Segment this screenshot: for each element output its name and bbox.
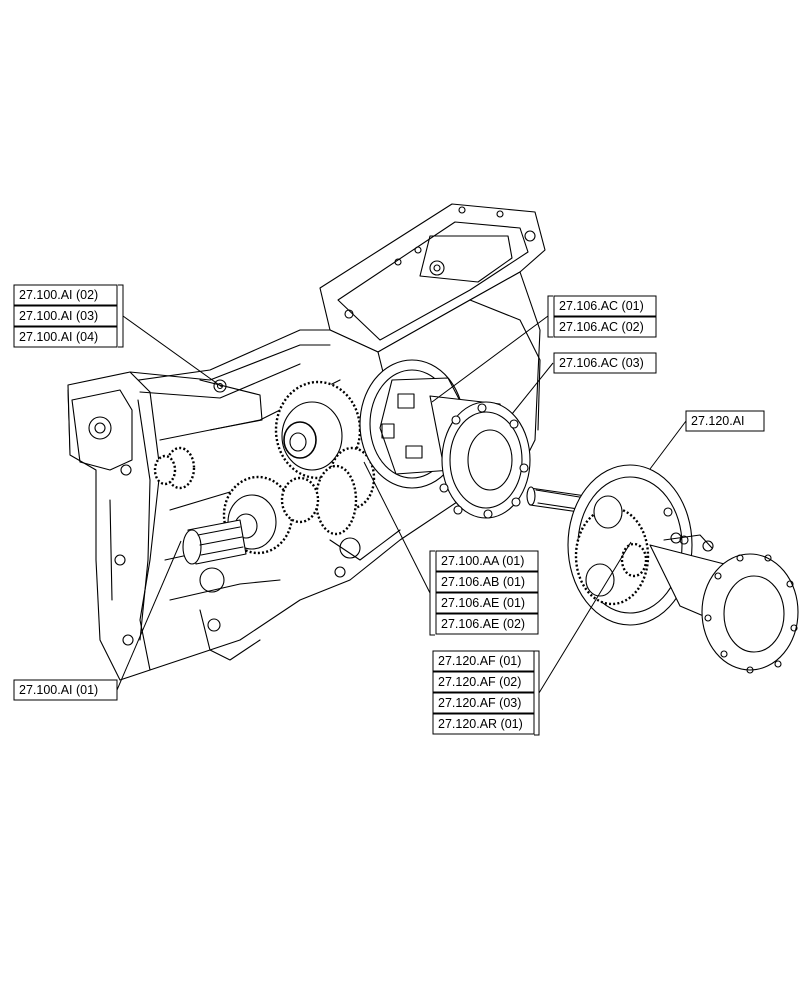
label-text: 27.106.AC (01) [559, 299, 644, 313]
label-27-106-ab-01[interactable]: 27.106.AB (01) [435, 571, 539, 593]
label-text: 27.100.AA (01) [441, 554, 524, 568]
label-text: 27.106.AE (02) [441, 617, 525, 631]
internal-gears-drawing [153, 380, 376, 565]
label-text: 27.100.AI (01) [19, 683, 98, 697]
label-text: 27.106.AC (02) [559, 320, 644, 334]
label-text: 27.120.AF (01) [438, 654, 521, 668]
label-text: 27.100.AI (04) [19, 330, 98, 344]
label-27-100-ai-02[interactable]: 27.100.AI (02) [13, 284, 118, 306]
label-27-120-af-01[interactable]: 27.120.AF (01) [432, 650, 535, 672]
label-27-120-ai[interactable]: 27.120.AI [685, 410, 765, 432]
label-text: 27.120.AF (02) [438, 675, 521, 689]
label-text: 27.106.AC (03) [559, 356, 644, 370]
label-27-106-ac-01[interactable]: 27.106.AC (01) [553, 295, 657, 317]
label-27-106-ae-02[interactable]: 27.106.AE (02) [435, 613, 539, 635]
label-27-120-af-02[interactable]: 27.120.AF (02) [432, 671, 535, 693]
label-text: 27.100.AI (02) [19, 288, 98, 302]
callout-labels: 27.100.AI (02) 27.100.AI (03) 27.100.AI … [13, 284, 765, 735]
label-27-100-ai-04[interactable]: 27.100.AI (04) [13, 326, 118, 348]
label-text: 27.120.AF (03) [438, 696, 521, 710]
label-27-120-ar-01[interactable]: 27.120.AR (01) [432, 713, 535, 735]
differential-drawing [359, 359, 531, 519]
final-drive-drawing [526, 464, 799, 674]
label-text: 27.100.AI (03) [19, 309, 98, 323]
label-27-106-ac-03[interactable]: 27.106.AC (03) [553, 352, 657, 374]
label-text: 27.106.AB (01) [441, 575, 525, 589]
label-27-120-af-03[interactable]: 27.120.AF (03) [432, 692, 535, 714]
label-27-100-ai-03[interactable]: 27.100.AI (03) [13, 305, 118, 327]
label-27-100-aa-01[interactable]: 27.100.AA (01) [435, 550, 539, 572]
label-text: 27.120.AR (01) [438, 717, 523, 731]
label-27-100-ai-01[interactable]: 27.100.AI (01) [13, 679, 118, 701]
label-27-106-ac-02[interactable]: 27.106.AC (02) [553, 316, 657, 338]
leader-lines [116, 315, 687, 694]
label-text: 27.120.AI [691, 414, 745, 428]
label-27-106-ae-01[interactable]: 27.106.AE (01) [435, 592, 539, 614]
label-text: 27.106.AE (01) [441, 596, 525, 610]
